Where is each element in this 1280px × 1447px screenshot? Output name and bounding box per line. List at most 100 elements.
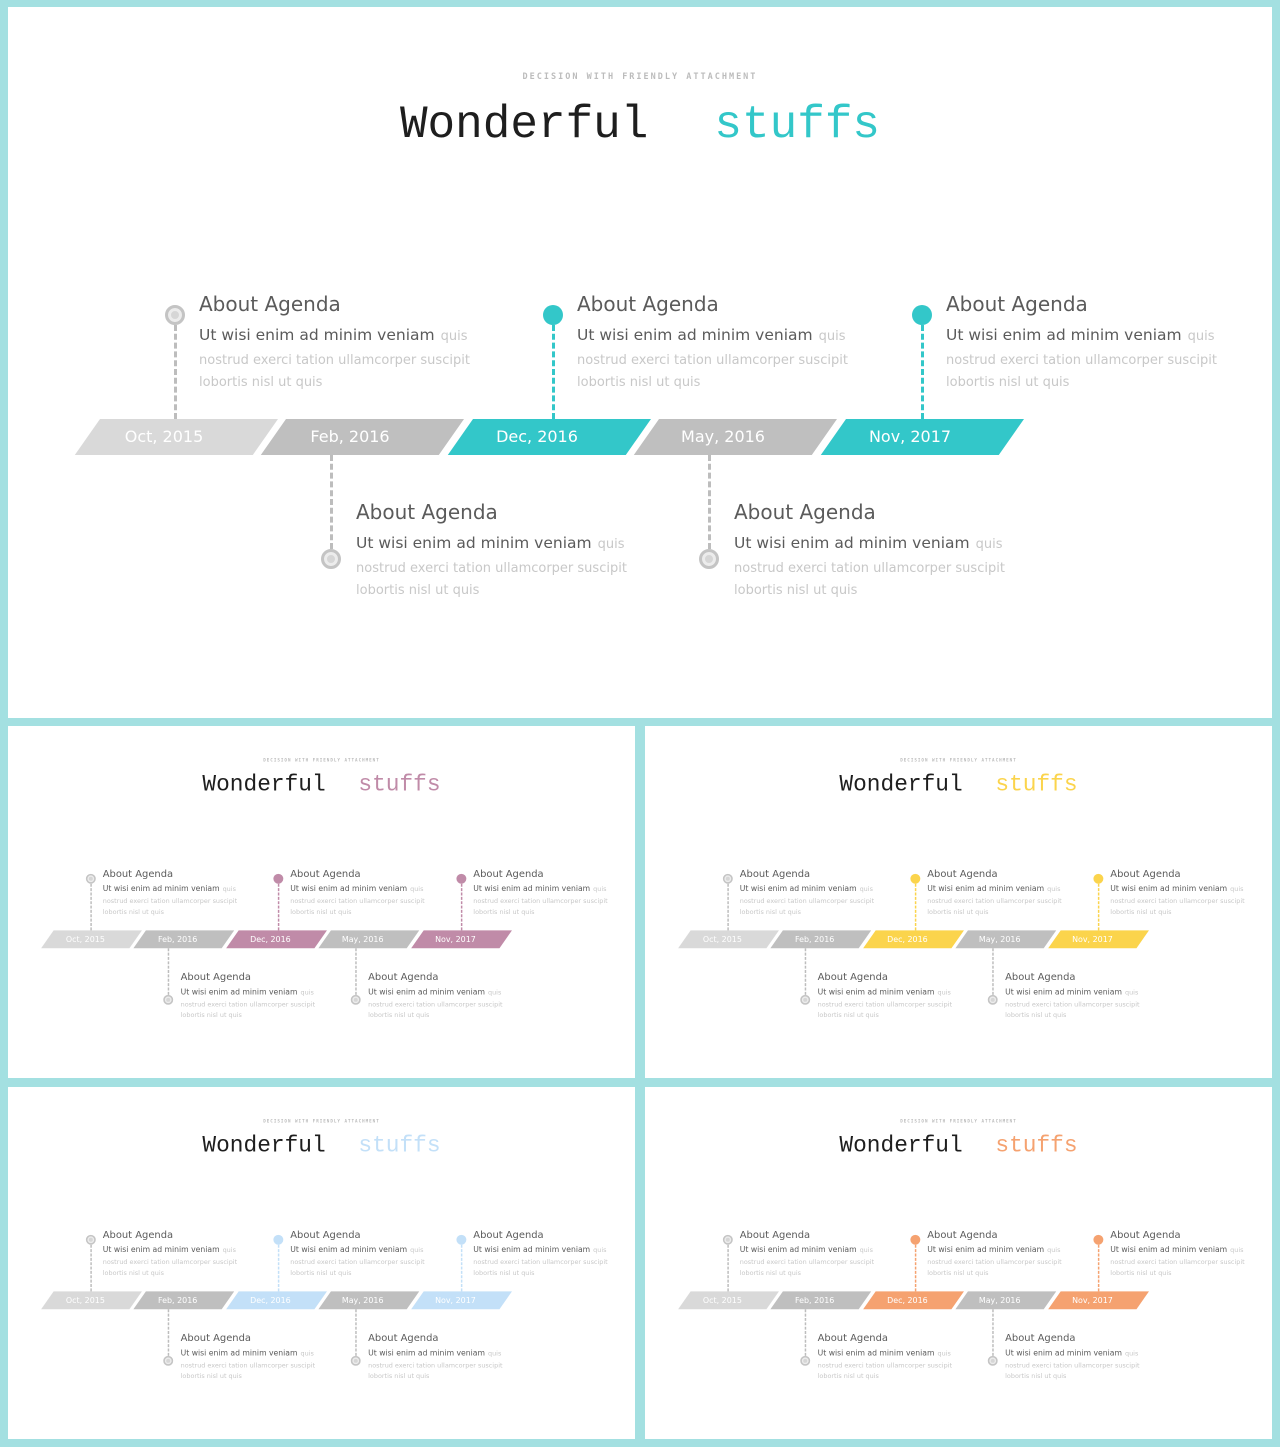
agenda-lead: Ut wisi enim ad minim veniam	[290, 1245, 408, 1255]
agenda-body-line-1: nostrud exerci tation ullamcorper suscip…	[946, 353, 1217, 368]
marker-nov-2017-icon	[456, 873, 467, 884]
agenda-lead: Ut wisi enim ad minim veniam	[927, 1245, 1045, 1255]
connector-oct-2015	[90, 883, 92, 931]
title-word-1: Wonderful	[839, 771, 963, 798]
agenda-lead-tail: quis	[410, 1246, 424, 1255]
agenda-title: About Agenda	[473, 1228, 544, 1241]
agenda-title: About Agenda	[739, 1228, 811, 1241]
agenda-body-line-1: nostrud exerci tation ullamcorper suscip…	[739, 1258, 875, 1267]
agenda-title: About Agenda	[577, 292, 719, 316]
connector-may-2016	[355, 1309, 357, 1356]
agenda-body-line-1: nostrud exerci tation ullamcorper suscip…	[290, 897, 425, 906]
agenda-lead: Ut wisi enim ad minim veniam	[102, 884, 220, 894]
agenda-title: About Agenda	[927, 867, 998, 880]
connector-feb-2016	[167, 948, 170, 995]
marker-nov-2017-icon	[1093, 873, 1104, 884]
agenda-body-line-1: nostrud exerci tation ullamcorper suscip…	[1110, 897, 1245, 906]
marker-may-2016-icon	[987, 994, 998, 1005]
agenda-body-line-2: lobortis nisl ut quis	[739, 908, 801, 916]
agenda-lead-tail: quis	[487, 988, 502, 997]
agenda-lead: Ut wisi enim ad minim veniam	[1110, 884, 1228, 894]
connector-nov-2017	[460, 883, 463, 931]
agenda-lead: Ut wisi enim ad minim veniam	[817, 1348, 935, 1358]
agenda-title: About Agenda	[290, 1228, 361, 1241]
agenda-body-line-2: lobortis nisl ut quis	[102, 1269, 164, 1277]
agenda-body-line-1: nostrud exerci tation ullamcorper suscip…	[927, 1258, 1062, 1267]
date-label-nov-2017: Nov, 2017	[1072, 1295, 1113, 1305]
agenda-lead: Ut wisi enim ad minim veniam	[739, 884, 857, 894]
agenda-body-line-2: lobortis nisl ut quis	[1005, 1011, 1067, 1020]
date-label-feb-2016: Feb, 2016	[157, 934, 198, 944]
agenda-title: About Agenda	[180, 1331, 251, 1344]
connector-may-2016	[992, 948, 994, 995]
slide-subtitle: DECISION WITH FRIENDLY ATTACHMENT	[522, 72, 758, 82]
agenda-body-line-1: nostrud exerci tation ullamcorper suscip…	[290, 1258, 425, 1267]
date-label-oct-2015: Oct, 2015	[702, 1295, 742, 1305]
slide-yellow: DECISION WITH FRIENDLY ATTACHMENT Wonder…	[645, 726, 1272, 1078]
marker-feb-2016-icon	[800, 1355, 811, 1366]
agenda-lead-tail: quis	[1230, 885, 1244, 894]
agenda-title: About Agenda	[1110, 867, 1181, 880]
title-word-1: Wonderful	[202, 1132, 326, 1159]
title-word-2: stuffs	[358, 771, 441, 798]
agenda-title: About Agenda	[1110, 1228, 1181, 1241]
agenda-card-4: About Agenda Ut wisi enim ad minim venia…	[368, 971, 517, 1022]
agenda-lead-tail: quis	[597, 537, 625, 552]
marker-feb-2016-icon	[163, 994, 174, 1005]
connector-may-2016	[355, 948, 357, 995]
agenda-body-line-2: lobortis nisl ut quis	[473, 908, 535, 916]
title-word-2: stuffs	[358, 1132, 441, 1159]
agenda-card-1: About Agenda Ut wisi enim ad minim venia…	[103, 867, 252, 918]
agenda-lead: Ut wisi enim ad minim veniam	[1005, 1348, 1123, 1358]
agenda-title: About Agenda	[180, 970, 251, 983]
connector-oct-2015	[90, 1244, 92, 1292]
agenda-card-1: About Agenda Ut wisi enim ad minim venia…	[740, 867, 889, 918]
date-label-feb-2016: Feb, 2016	[310, 427, 390, 446]
agenda-card-5: About Agenda Ut wisi enim ad minim venia…	[946, 292, 1246, 394]
agenda-lead: Ut wisi enim ad minim veniam	[290, 884, 408, 894]
agenda-lead-tail: quis	[487, 1349, 502, 1358]
connector-dec-2016	[914, 883, 917, 931]
connector-feb-2016	[804, 948, 807, 995]
agenda-lead: Ut wisi enim ad minim veniam	[577, 326, 813, 344]
agenda-body-line-2: lobortis nisl ut quis	[946, 375, 1070, 390]
agenda-lead-tail: quis	[222, 1246, 236, 1255]
slide-title: Wonderful stuffs	[645, 1133, 1272, 1159]
connector-dec-2016	[914, 1244, 917, 1292]
connector-dec-2016	[277, 1244, 280, 1292]
agenda-title: About Agenda	[102, 1228, 174, 1241]
agenda-body-line-1: nostrud exerci tation ullamcorper suscip…	[473, 897, 608, 906]
agenda-body-line-1: nostrud exerci tation ullamcorper suscip…	[817, 1000, 953, 1009]
agenda-body-line-1: nostrud exerci tation ullamcorper suscip…	[1110, 1258, 1245, 1267]
agenda-body-line-1: nostrud exerci tation ullamcorper suscip…	[577, 353, 848, 368]
agenda-body-line-2: lobortis nisl ut quis	[356, 583, 480, 598]
date-label-dec-2016: Dec, 2016	[250, 934, 291, 944]
agenda-body-line-1: nostrud exerci tation ullamcorper suscip…	[102, 897, 238, 906]
title-word-2: stuffs	[995, 1132, 1078, 1159]
agenda-title: About Agenda	[102, 867, 174, 880]
marker-dec-2016-icon	[910, 1234, 921, 1245]
agenda-lead-tail: quis	[593, 885, 607, 894]
date-label-oct-2015: Oct, 2015	[702, 934, 742, 944]
connector-feb-2016	[167, 1309, 170, 1356]
agenda-body-line-2: lobortis nisl ut quis	[1110, 1269, 1172, 1277]
agenda-card-5: About Agenda Ut wisi enim ad minim venia…	[1110, 867, 1259, 918]
agenda-body-line-2: lobortis nisl ut quis	[290, 908, 352, 916]
agenda-body-line-2: lobortis nisl ut quis	[290, 1269, 352, 1277]
agenda-body-line-1: nostrud exerci tation ullamcorper suscip…	[1005, 1000, 1140, 1009]
title-word-1: Wonderful	[839, 1132, 963, 1159]
agenda-card-5: About Agenda Ut wisi enim ad minim venia…	[1110, 1228, 1259, 1279]
agenda-lead: Ut wisi enim ad minim veniam	[368, 987, 486, 997]
agenda-body-line-1: nostrud exerci tation ullamcorper suscip…	[473, 1258, 608, 1267]
